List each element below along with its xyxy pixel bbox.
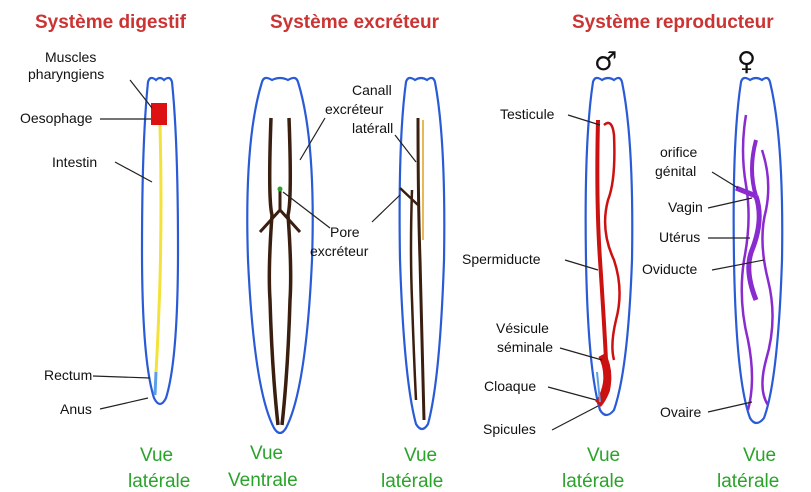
label-vesicule-2: séminale <box>497 339 553 355</box>
label-orifice-2: génital <box>655 163 696 179</box>
title-digestive: Système digestif <box>35 12 187 33</box>
label-intestin: Intestin <box>52 154 97 170</box>
view-4-line-2: latérale <box>562 471 624 492</box>
view-1-line-1: Vue <box>140 445 173 466</box>
label-oviducte: Oviducte <box>642 261 697 277</box>
label-anus: Anus <box>60 401 92 417</box>
label-vagin: Vagin <box>668 199 703 215</box>
label-pore-1: Pore <box>330 224 360 240</box>
body-outline-2 <box>247 78 312 433</box>
label-spicules: Spicules <box>483 421 536 437</box>
leader-ovaire <box>708 402 752 412</box>
label-orifice-1: orifice <box>660 144 698 160</box>
leader-rectum <box>93 376 150 378</box>
view-3-line-2: latérale <box>381 471 443 492</box>
worm-digestive <box>142 78 178 404</box>
label-uterus: Utérus <box>659 229 700 245</box>
worm-excretory-ventral <box>247 78 312 433</box>
title-reproductive: Système reproducteur <box>572 12 774 33</box>
view-4-line-1: Vue <box>587 445 620 466</box>
pharyngeal-muscles <box>151 103 167 125</box>
label-testicule: Testicule <box>500 106 555 122</box>
label-vesicule-1: Vésicule <box>496 320 549 336</box>
view-3-line-1: Vue <box>404 445 437 466</box>
worm-female <box>734 78 783 423</box>
label-cloaque: Cloaque <box>484 378 536 394</box>
label-spermiducte: Spermiducte <box>462 251 541 267</box>
leader-cloaque <box>548 387 596 400</box>
label-pore-2: excréteur <box>310 243 369 259</box>
label-muscles: Muscles <box>45 49 96 65</box>
leader-anus <box>100 398 148 409</box>
title-excretory: Système excréteur <box>270 12 440 33</box>
view-1-line-2: latérale <box>128 471 190 492</box>
label-canal-2: excréteur <box>325 101 384 117</box>
label-ovaire: Ovaire <box>660 404 701 420</box>
worm-male <box>586 78 633 415</box>
label-canal-3: latérall <box>352 120 393 136</box>
leader-spicules <box>552 406 598 430</box>
female-symbol: ♀ <box>737 47 756 77</box>
male-symbol: ♂ <box>594 47 617 77</box>
label-oesophage: Oesophage <box>20 110 93 126</box>
view-2-line-2: Ventrale <box>228 470 298 491</box>
excretory-pore <box>278 187 283 192</box>
worm-excretory-lateral <box>400 78 445 429</box>
view-2-line-1: Vue <box>250 443 283 464</box>
label-rectum: Rectum <box>44 367 92 383</box>
rectum <box>155 372 156 395</box>
label-pharyngiens: pharyngiens <box>28 66 104 82</box>
leader-pore-right <box>372 195 400 222</box>
body-outline-5 <box>734 78 783 423</box>
label-canal-1: Canall <box>352 82 392 98</box>
view-5-line-1: Vue <box>743 445 776 466</box>
view-5-line-2: latérale <box>717 471 779 492</box>
